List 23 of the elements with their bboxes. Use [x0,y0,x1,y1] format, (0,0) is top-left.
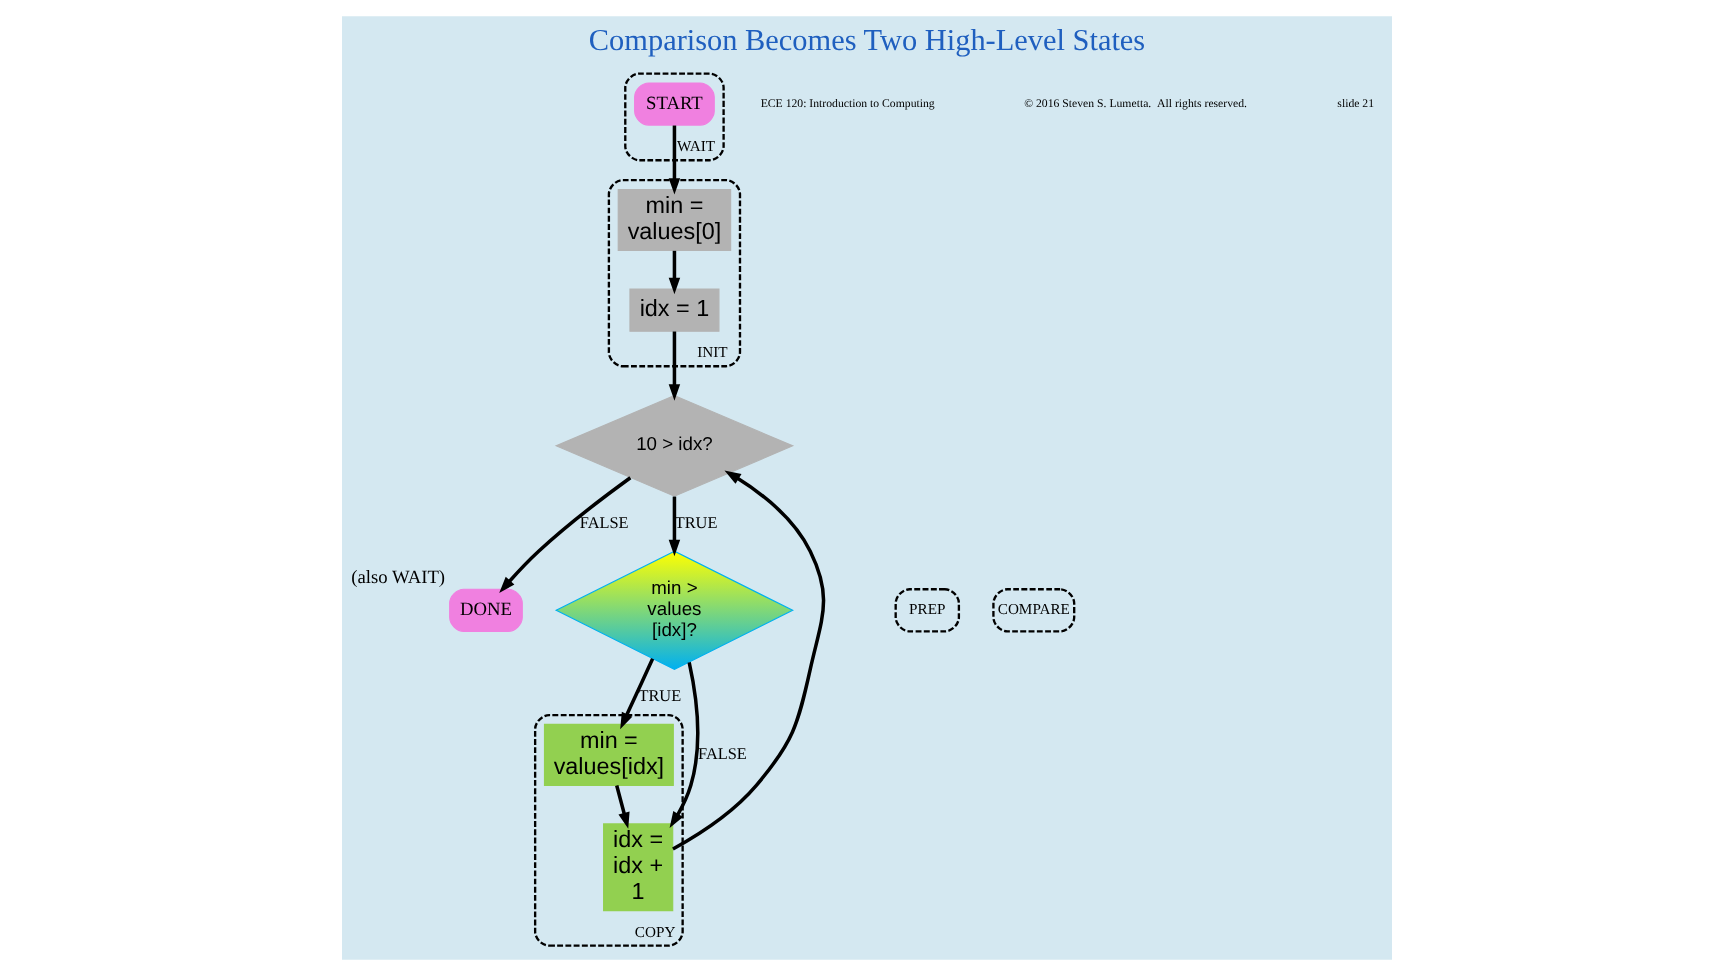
arrow [668,331,681,401]
diagram-title: Comparison Becomes Two High-Level States [588,23,1146,58]
node-box: min = values[idx] [543,723,674,786]
arrow [672,470,826,851]
arrow [668,250,681,295]
edge-label: TRUE [674,514,718,533]
arrow [669,661,700,829]
arrow [615,785,630,829]
node-box: idx = idx + 1 [603,823,674,912]
node-label: (also WAIT) [351,569,446,590]
arrow [499,476,632,594]
arrow [668,125,681,195]
edge-label: FALSE [579,514,629,533]
node-box: DONE [449,588,523,632]
node-box: idx = 1 [629,288,720,332]
edge-label: FALSE [698,745,747,764]
node-box: START [634,82,715,126]
edge-label: TRUE [638,687,682,706]
arrow [620,658,655,730]
node-box: min = values[0] [617,188,732,251]
arrow [668,496,681,557]
node-diamond: 10 > idx? [554,394,795,497]
node-diamond: min > values [idx]? [554,550,794,671]
